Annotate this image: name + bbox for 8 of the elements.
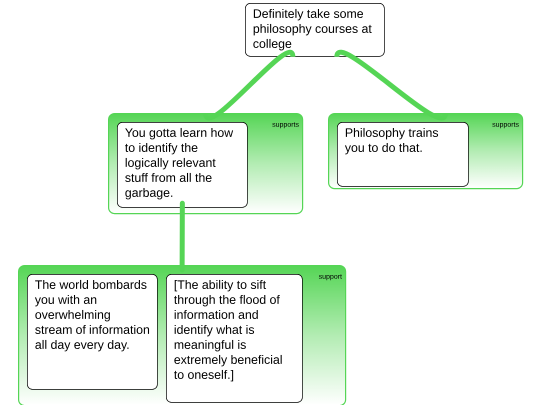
claim-box: [The ability to sift through the flood of information and identify what is meaningful is extremely beneficial to oneself.] [166,274,303,403]
claim-box: The world bombards you with an overwhelming stream of information all day every day. [27,274,158,390]
claim-box: Definitely take some philosophy courses at college [245,3,385,57]
connector [180,204,185,270]
claim-box: You gotta learn how to identify the logically relevant stuff from all the garbage. [117,122,248,208]
claim-box: Philosophy trains you to do that. [337,122,469,187]
connector [203,50,296,120]
connector [334,50,448,120]
